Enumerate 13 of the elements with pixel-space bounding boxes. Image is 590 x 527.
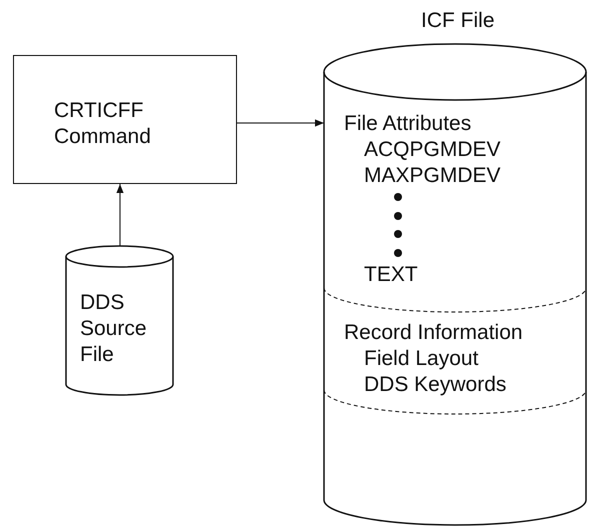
section-heading: File Attributes [344, 111, 472, 137]
section-heading: Record Information [344, 320, 524, 346]
process-box [13, 55, 237, 184]
section-item: DDS Keywords [363, 372, 508, 398]
arrow [116, 184, 124, 246]
section-item: ACQPGMDEV [363, 137, 502, 163]
file-label: DDS Source File [80, 290, 148, 368]
section-item: MAXPGMDEV [363, 163, 502, 189]
arrow [236, 119, 324, 127]
file-title: ICF File [421, 8, 494, 34]
command-label: CRTICFF Command [54, 98, 152, 150]
section-item: TEXT [363, 262, 419, 288]
section-item: Field Layout [363, 346, 480, 372]
